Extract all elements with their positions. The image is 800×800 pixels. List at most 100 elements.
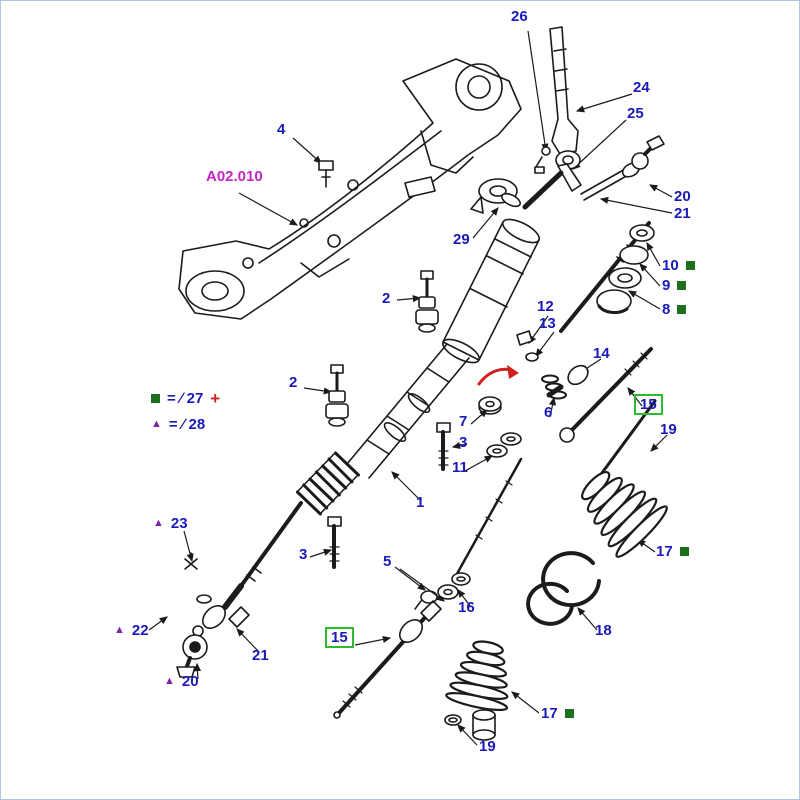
- part-number: 20: [674, 188, 691, 205]
- part-number: 21: [674, 205, 691, 222]
- bolt-3-mid: [436, 422, 451, 471]
- purple-triangle-marker: ▲: [114, 624, 125, 636]
- part-label-2[interactable]: 2: [289, 375, 297, 390]
- part-number: 17: [656, 543, 673, 560]
- part-number: 3: [459, 434, 468, 451]
- part-number: 2: [382, 290, 391, 307]
- part-label-1[interactable]: 1: [416, 495, 424, 510]
- steering-rack-housing: [346, 192, 540, 479]
- part-label-21[interactable]: 21: [674, 206, 691, 221]
- part-label-13[interactable]: 13: [539, 316, 556, 331]
- diagram-code[interactable]: A02.010: [206, 168, 263, 185]
- part-label-20[interactable]: 20: [674, 189, 691, 204]
- part-number: 4: [277, 121, 286, 138]
- part-number: 14: [593, 345, 610, 362]
- clips-18: [526, 551, 601, 626]
- part-label-18[interactable]: 18: [595, 623, 612, 638]
- pinion-shaft-and-bushings: [559, 221, 655, 333]
- plus-symbol: +: [210, 389, 221, 408]
- part-label-16[interactable]: 16: [458, 600, 475, 615]
- part-number: 15: [331, 629, 348, 646]
- part-number: 25: [627, 105, 644, 122]
- part-label-11[interactable]: 11: [452, 460, 468, 475]
- part-label-29[interactable]: 29: [453, 232, 470, 247]
- part-label-15[interactable]: 15: [634, 394, 663, 415]
- rack-bar-center: [451, 457, 523, 583]
- part-label-22[interactable]: ▲ 22: [114, 623, 149, 638]
- green-square-marker: [677, 305, 687, 314]
- part-number: 23: [170, 515, 188, 532]
- inner-tie-rod-left: [333, 572, 471, 719]
- part-number: 2: [289, 374, 298, 391]
- part-label-3[interactable]: 3: [459, 435, 467, 450]
- upper-tie-rod-end: [580, 135, 665, 201]
- green-square-marker: [677, 281, 687, 290]
- part-number: 10: [662, 257, 679, 274]
- part-label-26[interactable]: 26: [511, 9, 528, 24]
- part-label-19[interactable]: 19: [660, 422, 677, 437]
- legend-text: = ∕ 27: [167, 390, 204, 407]
- part-label-25[interactable]: 25: [627, 106, 644, 121]
- part-label-20[interactable]: ▲ 20: [164, 674, 199, 689]
- part-label-21[interactable]: 21: [252, 648, 269, 663]
- part-number: 18: [595, 622, 612, 639]
- part-number: 3: [299, 546, 308, 563]
- crossmember: [178, 58, 522, 320]
- part-number: 12: [537, 298, 554, 315]
- part-number: 9: [662, 277, 671, 294]
- purple-triangle-marker: ▲: [164, 675, 175, 687]
- left-tie-rod-end: [176, 501, 303, 678]
- part-number: 24: [633, 79, 650, 96]
- part-label-23[interactable]: ▲ 23: [153, 516, 188, 531]
- part-label-5[interactable]: 5: [383, 554, 391, 569]
- part-number: 11: [452, 459, 468, 476]
- part-number: 26: [511, 8, 528, 25]
- washer-7: [478, 396, 502, 415]
- green-square-marker: [685, 261, 695, 270]
- part-label-6[interactable]: 6: [544, 405, 552, 420]
- bolt-4: [318, 160, 334, 188]
- part-label-17[interactable]: 17: [541, 706, 574, 721]
- legend-row-28: ▲ = ∕ 28: [151, 417, 205, 432]
- mount-bolt-2-upper: [415, 270, 439, 333]
- rack-boot-left: [295, 451, 360, 516]
- part-number: 13: [539, 315, 556, 332]
- part-number: 22: [131, 622, 149, 639]
- bolt-3-lower: [327, 516, 342, 569]
- part-label-12[interactable]: 12: [537, 299, 554, 314]
- part-label-15[interactable]: 15: [325, 627, 354, 648]
- part-label-4[interactable]: 4: [277, 122, 285, 137]
- part-label-17[interactable]: 17: [656, 544, 689, 559]
- part-number: 16: [458, 599, 475, 616]
- part-label-2[interactable]: 2: [382, 291, 390, 306]
- part-number: 19: [660, 421, 677, 438]
- part-label-19[interactable]: 19: [479, 739, 496, 754]
- small-parts-12-13: [516, 330, 539, 362]
- legend-text: = ∕ 28: [168, 416, 206, 433]
- part-number: 7: [459, 413, 468, 430]
- boot-17-right: [581, 471, 668, 558]
- part-label-10[interactable]: 10: [662, 258, 695, 273]
- purple-triangle-marker: ▲: [153, 517, 164, 529]
- part-number: 20: [181, 673, 199, 690]
- legend-row-27: = ∕ 27 +: [151, 390, 220, 407]
- part-label-3[interactable]: 3: [299, 547, 307, 562]
- part-label-8[interactable]: 8: [662, 302, 687, 317]
- part-label-9[interactable]: 9: [662, 277, 687, 294]
- mount-bolt-2-lower: [325, 364, 349, 427]
- part-number: 17: [541, 705, 558, 722]
- green-square-marker: [679, 547, 689, 556]
- part-label-7[interactable]: 7: [459, 414, 467, 429]
- part-number: 15: [640, 396, 657, 413]
- part-label-14[interactable]: 14: [593, 346, 610, 361]
- boot-17-bottom: [444, 640, 509, 741]
- part-label-24[interactable]: 24: [633, 80, 650, 95]
- part-number: 1: [416, 494, 425, 511]
- part-number: 5: [383, 553, 392, 570]
- part-number: 21: [252, 647, 269, 664]
- part-number: 6: [544, 404, 553, 421]
- washers-11: [486, 432, 522, 458]
- purple-triangle-icon: ▲: [151, 418, 162, 430]
